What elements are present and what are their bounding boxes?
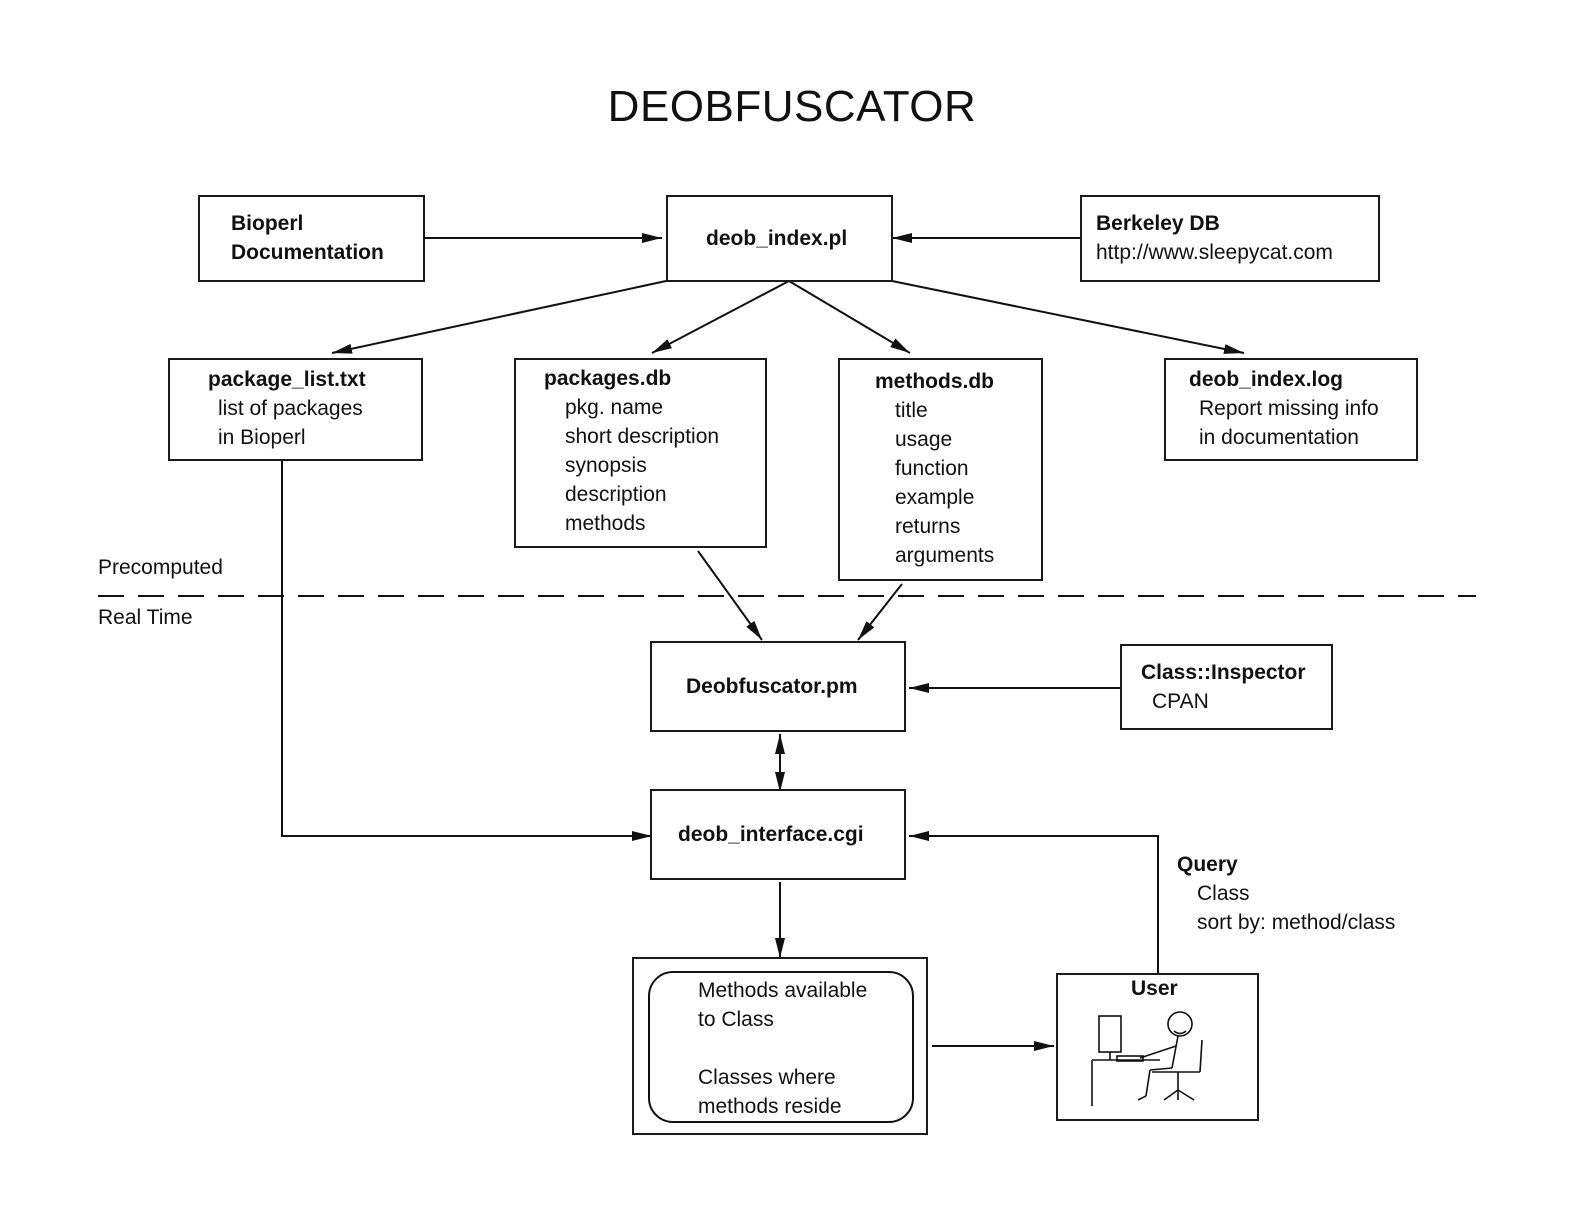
precomputed-label: Precomputed <box>98 556 223 579</box>
methods-db-field: example <box>895 486 975 509</box>
package-list-box <box>168 358 423 461</box>
methods-db-field: function <box>895 457 969 480</box>
arrow-packages-db-to-pm <box>697 550 763 641</box>
methods-db-label: methods.db <box>875 370 994 393</box>
berkeley-db-label: Berkeley DB <box>1096 212 1220 235</box>
class-inspector-source: CPAN <box>1152 690 1209 713</box>
realtime-label: Real Time <box>98 606 193 629</box>
user-box <box>1056 973 1259 1121</box>
diagram-title: DEOBFUSCATOR <box>607 82 977 131</box>
packages-db-box <box>514 358 767 548</box>
packages-db-field: methods <box>565 512 646 535</box>
packages-db-field: pkg. name <box>565 396 664 419</box>
package-list-label: package_list.txt <box>208 368 366 391</box>
deob-index-log-box <box>1164 358 1418 461</box>
class-inspector-box <box>1120 644 1333 730</box>
deobfuscator-pm-box <box>650 641 906 732</box>
arrow-deob-index-to-log <box>891 280 1245 354</box>
package-list-line2: in Bioperl <box>218 426 306 449</box>
output-line: methods reside <box>698 1095 842 1118</box>
query-line2: sort by: method/class <box>1197 911 1396 934</box>
class-inspector-label: Class::Inspector <box>1141 661 1306 684</box>
output-line: to Class <box>698 1008 774 1031</box>
bioperl-line1: Bioperl <box>231 212 304 235</box>
arrow-user-to-interface <box>909 831 1159 973</box>
output-line: Methods available <box>698 979 868 1002</box>
bioperl-line2: Documentation <box>231 241 384 264</box>
deob-interface-box <box>650 789 906 880</box>
arrow-deob-index-to-packages-db <box>651 280 790 354</box>
methods-db-field: title <box>895 399 928 422</box>
deob-interface-label: deob_interface.cgi <box>678 823 864 846</box>
packages-db-label: packages.db <box>544 367 672 390</box>
packages-db-field: description <box>565 483 667 506</box>
bioperl-documentation-box <box>198 195 425 282</box>
deobfuscator-pm-label: Deobfuscator.pm <box>686 675 858 698</box>
query-line1: Class <box>1197 882 1250 905</box>
arrow-package-list-to-interface <box>281 461 652 841</box>
arrow-deob-index-to-methods-db <box>788 280 911 354</box>
user-at-computer-icon <box>1091 1011 1203 1106</box>
methods-db-box <box>838 358 1043 581</box>
deob-index-log-line1: Report missing info <box>1199 397 1379 420</box>
user-label: User <box>1131 977 1178 1000</box>
methods-db-field: returns <box>895 515 961 538</box>
packages-db-field: synopsis <box>565 454 647 477</box>
package-list-line1: list of packages <box>218 397 363 420</box>
deob-index-box <box>666 195 893 282</box>
output-line: Classes where <box>698 1066 836 1089</box>
berkeley-db-box <box>1080 195 1380 282</box>
methods-db-field: arguments <box>895 544 995 567</box>
arrow-deob-index-to-package-list <box>331 280 667 354</box>
deob-index-label: deob_index.pl <box>706 227 848 250</box>
query-title: Query <box>1177 853 1238 876</box>
deob-index-log-line2: in documentation <box>1199 426 1359 449</box>
arrow-methods-db-to-pm <box>857 583 903 641</box>
deob-index-log-label: deob_index.log <box>1189 368 1344 391</box>
berkeley-db-url: http://www.sleepycat.com <box>1096 241 1333 264</box>
packages-db-field: short description <box>565 425 720 448</box>
output-inner-frame <box>648 971 914 1123</box>
methods-db-field: usage <box>895 428 953 451</box>
output-box <box>632 957 928 1135</box>
